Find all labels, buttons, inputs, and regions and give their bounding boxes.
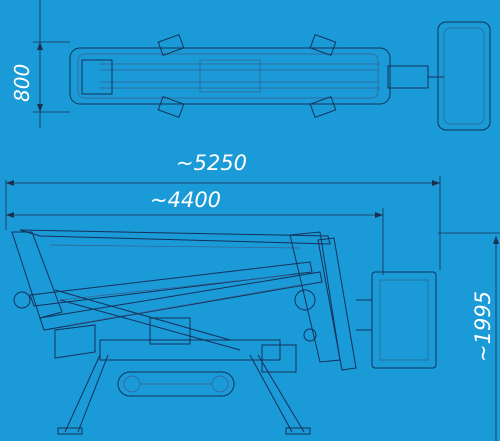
boom-head-top xyxy=(387,65,429,89)
rear-block-top xyxy=(81,59,113,95)
center-unit-top xyxy=(199,59,261,93)
outrigger-foot-front xyxy=(285,427,311,435)
basket-side xyxy=(371,271,437,369)
rear-fan-guard xyxy=(54,324,96,359)
outrigger-pad-3 xyxy=(157,96,185,118)
height-dimension xyxy=(438,232,500,441)
length-dimensions xyxy=(5,176,441,275)
chassis-outline-top xyxy=(69,47,391,105)
overall-arrow-left xyxy=(6,180,14,186)
hinge-lower xyxy=(303,328,317,342)
overall-length-label: ~5250 xyxy=(176,151,247,175)
boom-cylinder-2 xyxy=(59,274,291,301)
boom-cylinder-1 xyxy=(49,244,301,249)
stowed-arrow-left xyxy=(6,212,14,218)
outrigger-pad-2 xyxy=(309,34,337,56)
track-wheel-front xyxy=(211,375,229,393)
front-housing xyxy=(261,344,297,373)
width-arrow-top xyxy=(37,42,43,50)
outrigger-pad-4 xyxy=(309,96,337,118)
width-label: 800 xyxy=(10,64,34,102)
outrigger-front-b xyxy=(257,354,305,433)
crawler-track xyxy=(117,371,235,397)
top-view xyxy=(33,0,491,131)
scissor-link-1 xyxy=(54,289,231,341)
hinge-front xyxy=(294,289,316,311)
engine-block xyxy=(149,317,191,345)
outrigger-rear-a xyxy=(64,354,101,433)
middle-boom xyxy=(29,261,313,307)
track-wheel-rear xyxy=(123,375,141,393)
side-view xyxy=(11,229,437,435)
hinge-rear xyxy=(13,291,31,309)
height-arrow-top xyxy=(493,236,499,244)
basket-inner-top xyxy=(443,27,485,125)
overall-arrow-right xyxy=(432,180,440,186)
lower-boom xyxy=(39,271,323,331)
outrigger-front-a xyxy=(249,354,293,433)
outrigger-pad-1 xyxy=(157,34,185,56)
stowed-length-label: ~4400 xyxy=(150,188,221,212)
chassis-inner-top xyxy=(77,53,379,99)
upper-boom xyxy=(19,229,331,245)
width-arrow-bottom xyxy=(37,104,43,112)
basket-top xyxy=(437,21,491,131)
basket-side-inner xyxy=(379,279,429,361)
jib-arm xyxy=(317,237,357,371)
stowed-arrow-right xyxy=(375,212,383,218)
height-label: ~1995 xyxy=(471,291,495,362)
boom-cylinder-3 xyxy=(69,284,301,326)
outrigger-rear-b xyxy=(77,354,109,433)
chassis-base xyxy=(99,339,281,361)
outrigger-foot-rear xyxy=(57,427,83,435)
